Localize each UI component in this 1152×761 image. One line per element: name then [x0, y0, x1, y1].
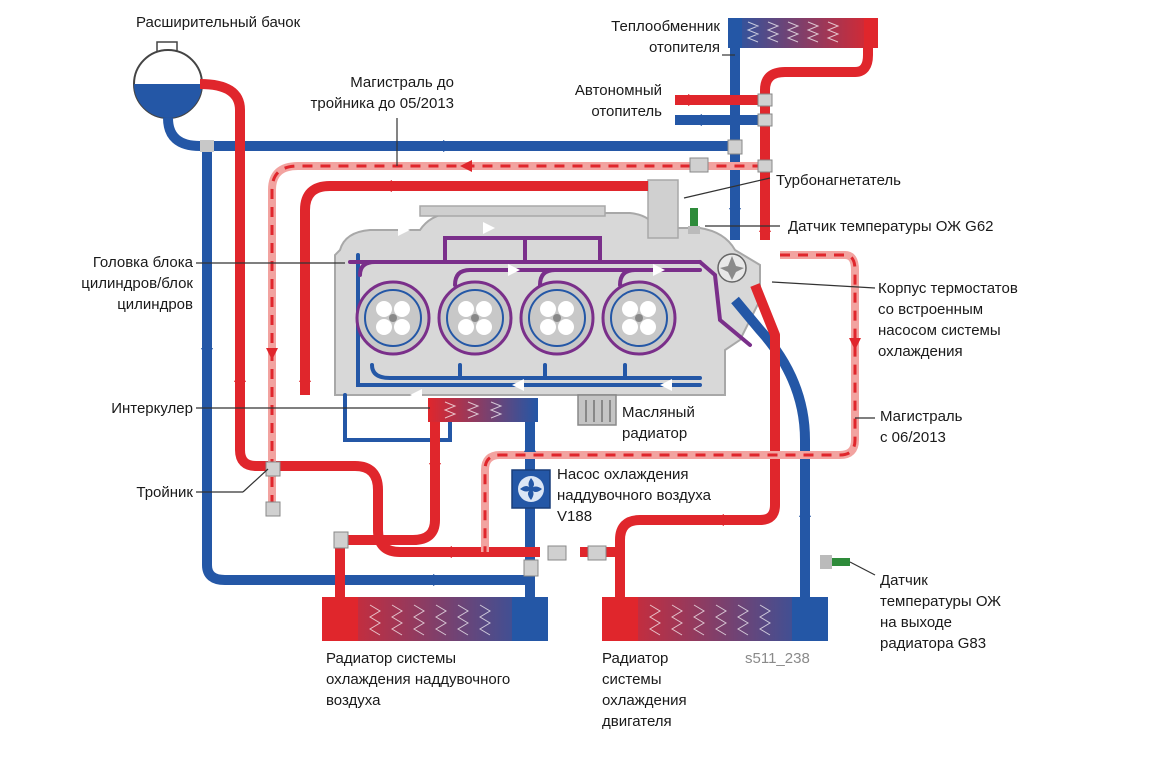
- block-hot-channels: [348, 236, 752, 347]
- label-line-before-2013: Магистраль до тройника до 05/2013: [310, 74, 454, 112]
- label-aux-heater: Автономный отопитель: [574, 82, 662, 120]
- label-temp-sensor-g83: Датчик температуры ОЖ на выходе радиатор…: [880, 572, 1002, 652]
- label-charge-air-pump: Насос охлаждения наддувочного воздуха V1…: [557, 466, 711, 525]
- label-oil-cooler: Масляный радиатор: [622, 404, 695, 442]
- engine-radiator: [602, 597, 828, 641]
- block-cold-channels: [343, 253, 702, 442]
- cylinder-1: [355, 280, 431, 356]
- temp-sensor-g83: [820, 555, 850, 569]
- heater-exchanger: [728, 18, 878, 48]
- flow-arrows: [201, 94, 861, 586]
- label-temp-sensor-g62: Датчик температуры ОЖ G62: [788, 218, 994, 235]
- label-expansion-tank: Расширительный бачок: [136, 14, 301, 31]
- cylinder-4: [601, 280, 677, 356]
- label-engine-radiator: Радиатор системы охлаждения двигателя: [602, 650, 687, 730]
- label-tee: Тройник: [136, 484, 193, 501]
- cylinders: [355, 280, 677, 356]
- cold-pipe-joint: [200, 140, 214, 152]
- label-charge-air-radiator: Радиатор системы охлаждения наддувочного…: [326, 650, 511, 709]
- label-intercooler: Интеркулер: [111, 400, 193, 417]
- dashed-routes: [268, 162, 859, 552]
- fittings: [265, 93, 773, 577]
- thermostat-housing: [717, 253, 747, 283]
- label-cylinder-head: Головка блока цилиндров/блок цилиндров: [81, 254, 193, 313]
- oil-cooler: [577, 394, 617, 426]
- label-heater-exchanger: Теплообменник отопителя: [611, 18, 720, 56]
- turbocharger: [647, 179, 679, 239]
- hot-pipes: [199, 40, 873, 600]
- charge-air-pump: [511, 469, 551, 509]
- label-line-from-2013: Магистраль с 06/2013: [880, 408, 963, 446]
- expansion-tank: [133, 41, 203, 119]
- temp-sensor-g62: [688, 208, 700, 234]
- intercooler: [428, 398, 538, 422]
- figure-code: s511_238: [745, 650, 810, 667]
- leader-lines: [196, 54, 876, 576]
- cylinder-3: [519, 280, 595, 356]
- label-thermostat-housing: Корпус термостатов со встроенным насосом…: [878, 280, 1018, 360]
- charge-air-radiator: [322, 597, 548, 641]
- label-turbocharger: Турбонагнетатель: [776, 172, 901, 189]
- cylinder-2: [437, 280, 513, 356]
